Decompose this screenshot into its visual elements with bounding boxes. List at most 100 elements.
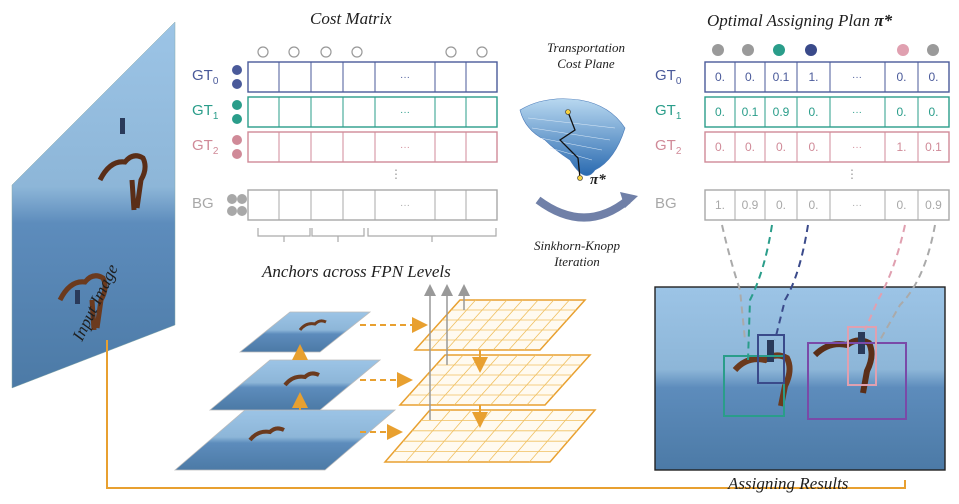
gt-dot (232, 149, 242, 159)
row-label-base: GT (192, 67, 213, 84)
plan-title: Optimal Assigning Plan π* (707, 11, 892, 31)
cost-ellipsis: ··· (400, 200, 410, 211)
plan-cell: 0. (928, 70, 939, 84)
cost-vdots: ⋮ (390, 167, 402, 181)
cost-matrix: ··· ··· ··· ··· ⋮ (227, 46, 498, 221)
plan-cell: 0. (928, 105, 939, 119)
plan-row-3: ··· (704, 189, 950, 221)
cost-row-label: GT0 (192, 67, 218, 87)
cost-row-label: GT2 (192, 137, 218, 157)
plan-cell: 1. (896, 140, 907, 154)
anchor-dot (288, 46, 300, 58)
sinkhorn-label-line2: Iteration (554, 254, 600, 269)
row-label-sub: 0 (675, 76, 682, 87)
row-label-sub: 1 (212, 111, 219, 122)
anchors-label: Anchors across FPN Levels (262, 262, 451, 281)
plan-title-text: Optimal Assigning Plan (707, 11, 875, 30)
plan-anchor-dot (742, 44, 754, 56)
plan-row-2: ··· (704, 131, 950, 163)
transport-label-line2: Cost Plane (557, 56, 615, 71)
plan-cell: 0. (714, 140, 725, 154)
plan-ellipsis: ··· (852, 200, 862, 211)
row-label-sub: 2 (212, 146, 219, 157)
plan-cell: 0. (808, 140, 819, 154)
grid-up-arrows (424, 284, 470, 420)
transport-cost-plane (519, 98, 638, 222)
input-to-fpn-line (106, 340, 906, 489)
plan-row-label: BG (655, 195, 677, 212)
assigning-results-image (654, 286, 946, 471)
fpn-image-stack (173, 311, 397, 471)
plan-anchor-dot (805, 44, 817, 56)
row-label-sub: 1 (675, 111, 682, 122)
cost-ellipsis: ··· (400, 107, 410, 118)
cost-row-label: BG (192, 195, 214, 212)
stack-to-grid-arrows (360, 317, 428, 440)
plan-cell: 0. (896, 105, 907, 119)
gt-dot (232, 100, 242, 110)
plan-vdots: ⋮ (846, 167, 858, 181)
plan-cell: 0. (808, 198, 819, 212)
gt-dot (232, 114, 242, 124)
plan-matrix: ··· ··· ··· ··· ⋮ (704, 44, 950, 221)
plan-anchor-dot (712, 44, 724, 56)
row-label-base: GT (192, 102, 213, 119)
plan-cell: 0. (744, 140, 755, 154)
plan-row-label: GT0 (655, 67, 681, 87)
plan-ellipsis: ··· (852, 107, 862, 118)
sinkhorn-label: Sinkhorn-Knopp Iteration (527, 238, 627, 270)
sinkhorn-label-line1: Sinkhorn-Knopp (534, 238, 620, 253)
plan-cell: 0.1 (741, 105, 759, 119)
plan-cell: 1. (714, 198, 725, 212)
cost-row-1: ··· (232, 96, 498, 128)
plan-cell: 0.9 (772, 105, 790, 119)
plan-cell: 0. (896, 198, 907, 212)
plan-cell: 0. (775, 198, 786, 212)
cost-row-label: GT1 (192, 102, 218, 122)
gt-dot (232, 135, 242, 145)
results-label: Assigning Results (728, 474, 849, 493)
bg-dot (227, 194, 237, 204)
plan-row-1: ··· (704, 96, 950, 128)
gt-dot (232, 79, 242, 89)
plan-cell: 0.9 (741, 198, 759, 212)
plan-cell: 0. (808, 105, 819, 119)
plan-cell: 0. (896, 70, 907, 84)
row-label-base: GT (655, 67, 676, 84)
cost-ellipsis: ··· (400, 142, 410, 153)
anchor-dot (257, 46, 269, 58)
cost-row-0: ··· (232, 61, 498, 93)
row-label-base: GT (655, 102, 676, 119)
pi-star-label: π* (590, 172, 606, 188)
transport-label: Transportation Cost Plane (531, 40, 641, 72)
plan-row-0: ··· (704, 61, 950, 93)
plan-row-label: GT2 (655, 137, 681, 157)
plan-cell: 0. (744, 70, 755, 84)
bg-dot (227, 206, 237, 216)
row-label-base: GT (655, 137, 676, 154)
gt-dot (232, 65, 242, 75)
fpn-grid-0 (413, 299, 587, 351)
row-label-sub: 2 (675, 146, 682, 157)
fpn-grid-2 (383, 409, 597, 463)
bg-dot (237, 206, 247, 216)
plan-cell: 0.9 (925, 198, 942, 212)
fpn-grid-1 (398, 354, 592, 406)
bg-dot (237, 194, 247, 204)
plan-anchor-dot (927, 44, 939, 56)
plan-anchor-dot (897, 44, 909, 56)
plan-cell: 0. (714, 70, 725, 84)
plan-to-result-lines (721, 224, 936, 361)
row-label-base: GT (192, 137, 213, 154)
plan-cell: 0. (714, 105, 725, 119)
cost-ellipsis: ··· (400, 72, 410, 83)
transport-label-line1: Transportation (546, 40, 626, 55)
plan-cell: 1. (808, 70, 819, 84)
cost-matrix-title: Cost Matrix (310, 9, 392, 28)
row-label-base: BG (192, 195, 214, 212)
input-image (11, 21, 176, 389)
anchor-dot (320, 46, 332, 58)
cost-row-2: ··· (232, 131, 498, 163)
row-label-base: BG (655, 195, 677, 212)
